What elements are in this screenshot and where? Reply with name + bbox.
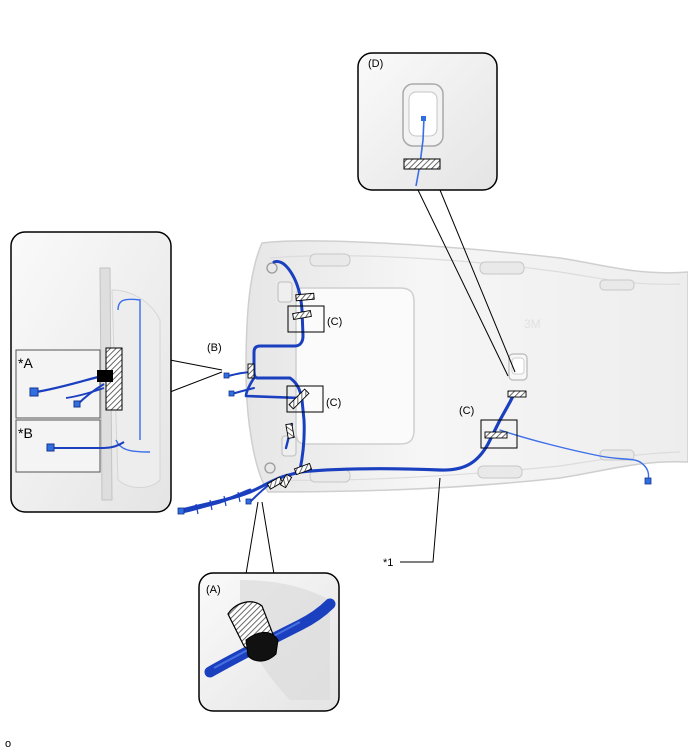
label-star-b: *B — [18, 425, 33, 441]
label-c-upper: (C) — [327, 316, 342, 328]
connector-icon — [644, 477, 652, 485]
callout-box-c-rear — [480, 419, 518, 449]
hatched-clamp-icon — [285, 423, 295, 439]
hatched-clamp-icon — [266, 476, 284, 490]
connector-icon — [223, 372, 230, 379]
harness-connectors — [177, 372, 652, 515]
grab-handle — [599, 279, 635, 291]
harness-clamps — [247, 292, 527, 490]
callout-box-c-middle — [286, 385, 324, 413]
grab-handle — [309, 253, 351, 267]
hatched-clamp-icon — [403, 158, 441, 170]
clip-retainer — [97, 370, 113, 382]
hatched-clamp-icon — [288, 388, 310, 410]
connector-icon — [73, 400, 81, 408]
grab-handle — [477, 465, 523, 479]
part-1-leader: *1 — [383, 477, 441, 569]
svg-text:3M: 3M — [524, 317, 541, 331]
hatched-clamp-icon — [484, 431, 508, 439]
connector-icon — [46, 443, 55, 452]
inset-a-clamp: (A) — [198, 501, 340, 712]
visor-mount — [277, 281, 293, 303]
figure-code: o — [5, 738, 12, 750]
hatched-clamp-icon — [292, 309, 312, 321]
headliner: 3M — [245, 240, 688, 493]
label-star-a: *A — [18, 355, 33, 371]
connector-icon — [421, 116, 426, 121]
label-part-1: *1 — [383, 557, 393, 569]
grab-handle — [479, 261, 525, 275]
label-c-middle: (C) — [326, 397, 341, 409]
hook-icon — [266, 262, 278, 274]
connector-icon — [245, 498, 252, 505]
hatched-clamp-icon — [279, 473, 293, 489]
hatched-clamp-icon — [295, 292, 315, 302]
hatched-clamp-icon — [507, 390, 527, 398]
label-a: (A) — [206, 584, 221, 596]
hook-icon — [264, 462, 276, 474]
connector-icon — [177, 507, 185, 515]
inset-d-room-lamp: (D) — [357, 52, 516, 377]
label-b: (B) — [207, 342, 222, 354]
connector-icon — [29, 387, 39, 397]
inset-b-connectors: *A *B — [10, 231, 223, 513]
connector-icon — [228, 390, 235, 397]
hatched-clamp-icon — [247, 363, 255, 379]
clamp-band — [245, 632, 279, 662]
sunroof-opening — [295, 287, 415, 445]
callout-box-c-upper — [287, 305, 325, 333]
tape-marks — [195, 491, 241, 515]
label-c-rear: (C) — [459, 405, 474, 417]
label-d: (D) — [368, 58, 383, 70]
hatched-clamp-icon — [293, 462, 313, 476]
